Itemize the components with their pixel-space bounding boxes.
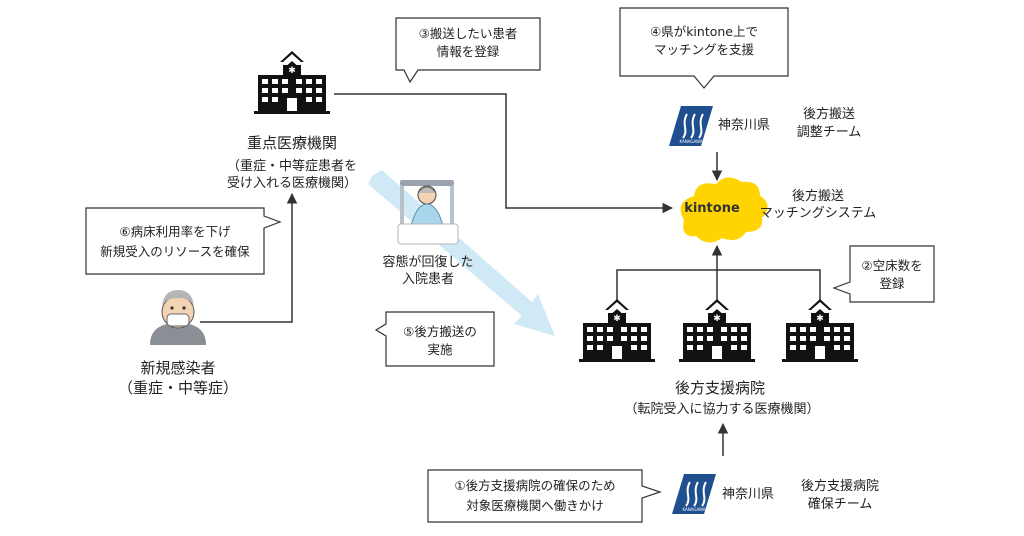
bubble-3-shape — [395, 17, 541, 84]
pref-bottom-team-line1: 後方支援病院 — [800, 479, 880, 494]
support-hospital-desc: （転院受入に協力する医療機関） — [624, 402, 820, 417]
pref-logo-top-icon — [668, 105, 714, 147]
pref-bottom-name: 神奈川県 — [722, 487, 775, 502]
bubble-5-line2: 実施 — [427, 342, 453, 357]
bubble-5-line1: ⑤後方搬送の — [403, 324, 477, 339]
bubble-4-shape — [619, 7, 789, 89]
support-hospital-name: 後方支援病院 — [674, 379, 766, 397]
infected-label-line1: 新規感染者 — [140, 359, 216, 377]
masked-person-icon — [150, 290, 206, 345]
pref-top-team-line1: 後方搬送 — [802, 107, 856, 122]
bubble-1-line2: 対象医療機関へ働きかけ — [466, 498, 604, 513]
bubble-1-shape — [427, 469, 662, 523]
bubble-4-line1: ④県がkintone上で — [650, 24, 758, 39]
pref-bottom-team-line2: 確保チーム — [807, 497, 873, 512]
transfer-arrow — [368, 170, 555, 336]
support-hospital-icon-2 — [679, 299, 755, 362]
bubble-2-line2: 登録 — [879, 276, 905, 291]
kintone-logo-text: kintone — [684, 201, 740, 216]
bubble-6-line1: ⑥病床利用率を下げ — [119, 224, 231, 239]
kintone-system-line2: マッチングシステム — [759, 206, 877, 221]
kintone-system-line1: 後方搬送 — [791, 189, 845, 204]
pref-logo-bottom-icon — [671, 473, 717, 515]
bubble-1-line1: ①後方支援病院の確保のため — [454, 478, 615, 493]
infected-label-line2: （重症・中等症） — [117, 379, 239, 397]
core-hospital-desc-line2: 受け入れる医療機関） — [226, 176, 358, 191]
core-hospital-desc-line1: （重症・中等症患者を — [226, 159, 358, 174]
bubble-2-shape — [832, 245, 935, 303]
bubble-6-shape — [85, 207, 282, 275]
bubble-3-line1: ③搬送したい患者 — [419, 26, 518, 41]
bubble-4-line2: マッチングを支援 — [654, 42, 755, 57]
pref-top-team-line2: 調整チーム — [796, 125, 862, 140]
core-hospital-name: 重点医療機関 — [246, 134, 338, 152]
patient-label-line2: 入院患者 — [401, 272, 455, 287]
core-hospital-icon — [254, 51, 330, 114]
connector-lines — [200, 93, 821, 456]
pref-top-name: 神奈川県 — [718, 118, 771, 133]
bubble-2-line1: ②空床数を — [861, 258, 922, 273]
kintone-cloud-logo: kintone — [680, 177, 768, 243]
support-hospital-icon-1 — [579, 299, 655, 362]
hospital-bed-patient-icon — [397, 180, 459, 245]
patient-label-line1: 容態が回復した — [382, 255, 474, 270]
support-hospital-icon-3 — [782, 299, 858, 362]
bubble-3-line2: 情報を登録 — [437, 44, 500, 59]
bubble-5-shape — [374, 311, 495, 367]
bubble-6-line2: 新規受入のリソースを確保 — [100, 244, 250, 259]
